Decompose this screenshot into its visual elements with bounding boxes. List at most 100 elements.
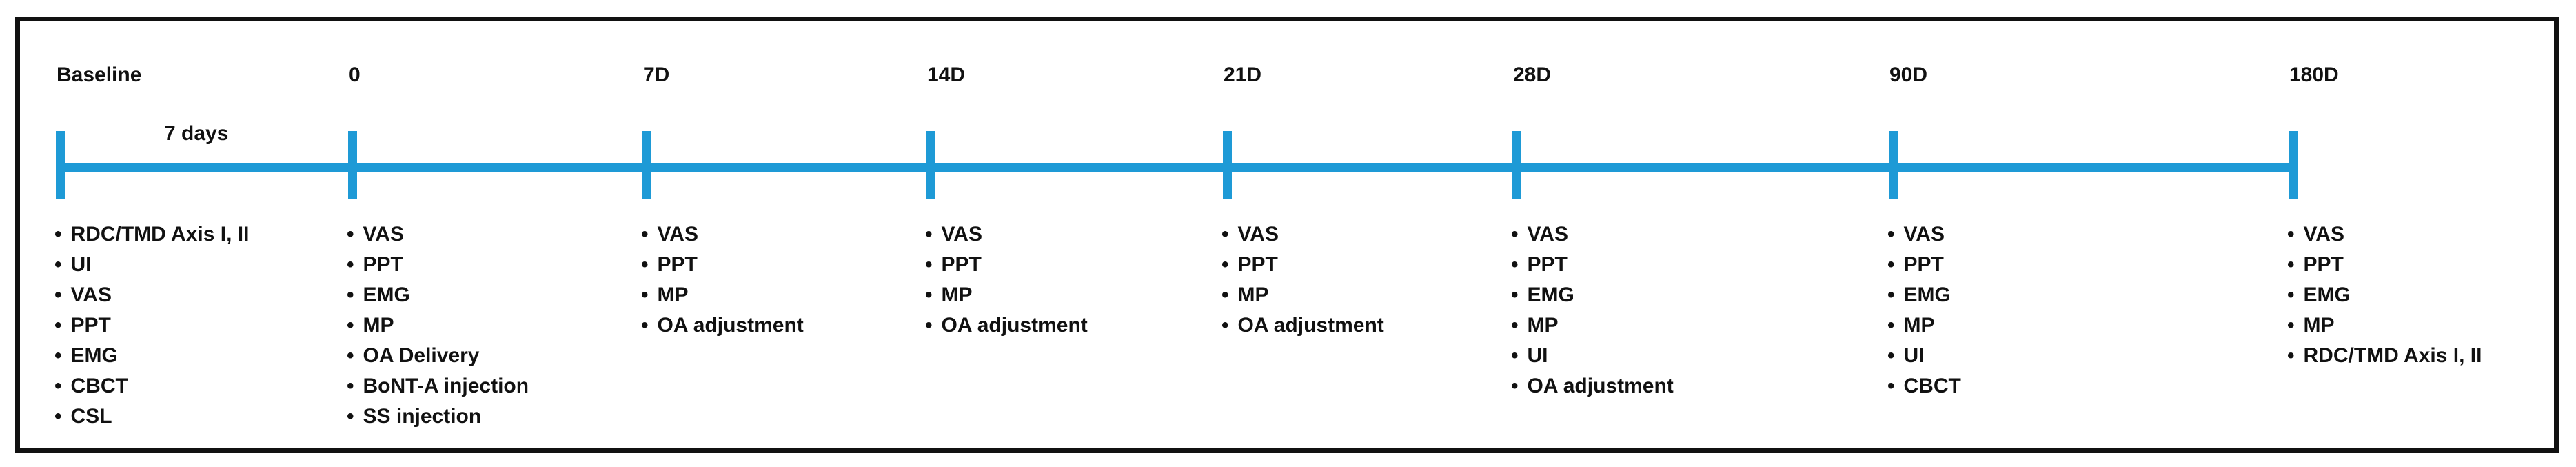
- bullet-icon: •: [1887, 314, 1895, 337]
- bullet-icon: •: [347, 314, 354, 337]
- bullet-icon: •: [54, 284, 62, 306]
- bullet-icon: •: [347, 344, 354, 367]
- assessment-item: •UI: [54, 250, 249, 280]
- assessment-item-text: OA adjustment: [1237, 314, 1384, 337]
- assessment-item: • PPT: [641, 250, 804, 280]
- assessment-item: • CBCT: [1887, 371, 1961, 401]
- assessment-item: •UI: [1887, 341, 1961, 371]
- interval-duration-label: 7 days: [164, 122, 229, 145]
- bullet-icon: •: [1221, 284, 1229, 306]
- assessment-item: •OA adjustment: [1511, 371, 1674, 401]
- assessment-item: • VAS: [925, 219, 1088, 250]
- assessment-item-text: RDC/TMD Axis I, II: [70, 223, 250, 246]
- assessment-item-text: CBCT: [70, 375, 128, 397]
- bullet-icon: •: [2287, 314, 2295, 337]
- bullet-icon: •: [641, 284, 649, 306]
- assessment-item-text: PPT: [941, 253, 982, 276]
- assessment-item-text: OA adjustment: [657, 314, 804, 337]
- assessment-item: •PPT: [54, 310, 249, 341]
- assessment-item-text: EMG: [1527, 284, 1574, 306]
- assessment-item-text: RDC/TMD Axis I, II: [2303, 344, 2482, 367]
- bullet-icon: •: [1511, 375, 1519, 397]
- bullet-icon: •: [1887, 284, 1895, 306]
- assessment-item: •MP: [925, 280, 1088, 310]
- assessment-item: •MP: [1221, 280, 1384, 310]
- timepoint-label: 28D: [1513, 63, 1552, 86]
- assessment-item-text: EMG: [70, 344, 118, 367]
- bullet-icon: •: [1511, 253, 1519, 276]
- bullet-icon: •: [925, 314, 933, 337]
- timepoint-label: 14D: [927, 63, 966, 86]
- bullet-icon: •: [1887, 375, 1895, 397]
- assessment-item: • EMG: [347, 280, 529, 310]
- assessment-item: • CBCT: [54, 371, 249, 401]
- bullet-icon: •: [1511, 223, 1519, 246]
- bullet-icon: •: [641, 253, 649, 276]
- assessment-item-text: VAS: [2303, 223, 2344, 246]
- assessment-item-text: MP: [657, 284, 689, 306]
- assessment-item: • OA Delivery: [347, 341, 529, 371]
- timepoint-label: 21D: [1224, 63, 1262, 86]
- assessment-item: • VAS: [641, 219, 804, 250]
- assessment-item-text: MP: [1903, 314, 1935, 337]
- timepoint-label: 90D: [1889, 63, 1928, 86]
- bullet-icon: •: [1887, 344, 1895, 367]
- assessment-item-text: CBCT: [1903, 375, 1961, 397]
- assessment-item-text: PPT: [1527, 253, 1568, 276]
- assessment-item: • VAS: [1887, 219, 1961, 250]
- bullet-icon: •: [641, 223, 649, 246]
- bullet-icon: •: [1887, 223, 1895, 246]
- bullet-icon: •: [347, 284, 354, 306]
- assessment-list: •VAS•PPT•EMG•MP•UI•CBCT: [1887, 219, 1961, 401]
- bullet-icon: •: [54, 223, 62, 246]
- bullet-icon: •: [54, 375, 62, 397]
- bullet-icon: •: [1511, 284, 1519, 306]
- assessment-item-text: PPT: [657, 253, 698, 276]
- bullet-icon: •: [2287, 253, 2295, 276]
- assessment-item-text: PPT: [1237, 253, 1278, 276]
- bullet-icon: •: [347, 253, 354, 276]
- bullet-icon: •: [1221, 223, 1229, 246]
- assessment-item-text: UI: [1527, 344, 1548, 367]
- assessment-item: • EMG: [1511, 280, 1674, 310]
- assessment-item-text: EMG: [363, 284, 410, 306]
- bullet-icon: •: [1221, 253, 1229, 276]
- assessment-item: • MP: [1511, 310, 1674, 341]
- bullet-icon: •: [925, 284, 933, 306]
- assessment-item: •EMG: [54, 341, 249, 371]
- timeline-tick-icon: [348, 131, 357, 199]
- assessment-item: •OA adjustment: [641, 310, 804, 341]
- assessment-item: • RDC/TMD Axis I, II: [54, 219, 249, 250]
- assessment-item: •RDC/TMD Axis I, II: [2287, 341, 2482, 371]
- assessment-item-text: MP: [2303, 314, 2335, 337]
- assessment-item-text: MP: [363, 314, 394, 337]
- assessment-item: • PPT: [2287, 250, 2482, 280]
- assessment-item: •BoNT-A injection: [347, 371, 529, 401]
- assessment-item-text: VAS: [1903, 223, 1945, 246]
- assessment-item-text: OA Delivery: [363, 344, 480, 367]
- assessment-item: • MP: [641, 280, 804, 310]
- bullet-icon: •: [1887, 253, 1895, 276]
- assessment-item-text: EMG: [2303, 284, 2351, 306]
- assessment-item: •OA adjustment: [925, 310, 1088, 341]
- assessment-item-text: VAS: [657, 223, 698, 246]
- assessment-item: •VAS: [1221, 219, 1384, 250]
- timepoint-label: 7D: [643, 63, 670, 86]
- bullet-icon: •: [925, 223, 933, 246]
- assessment-item-text: VAS: [70, 284, 112, 306]
- bullet-icon: •: [54, 405, 62, 428]
- assessment-item: • EMG: [2287, 280, 2482, 310]
- timeline-tick-icon: [1223, 131, 1232, 199]
- assessment-item-text: VAS: [941, 223, 982, 246]
- assessment-item: • VAS: [54, 280, 249, 310]
- assessment-item: •CSL: [54, 401, 249, 432]
- assessment-item-text: BoNT-A injection: [363, 375, 529, 397]
- assessment-item: •OA adjustment: [1221, 310, 1384, 341]
- assessment-item-text: PPT: [2303, 253, 2344, 276]
- bullet-icon: •: [1511, 314, 1519, 337]
- bullet-icon: •: [347, 405, 354, 428]
- assessment-item: •VAS: [2287, 219, 2482, 250]
- assessment-item-text: MP: [1527, 314, 1559, 337]
- bullet-icon: •: [2287, 284, 2295, 306]
